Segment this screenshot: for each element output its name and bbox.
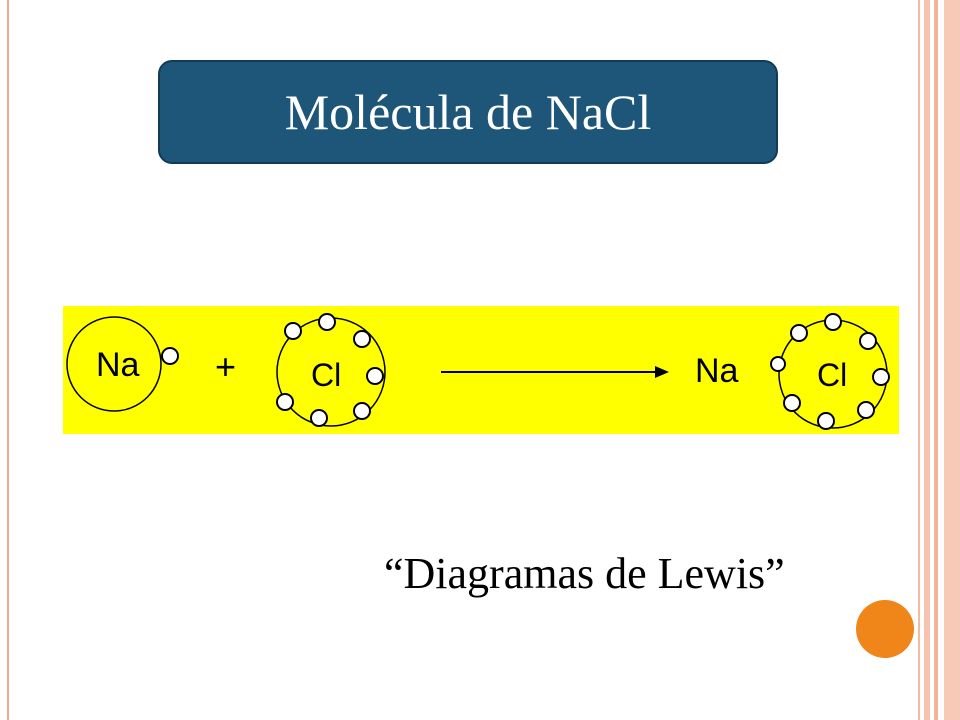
left-border-line	[7, 0, 9, 720]
slide-title: Molécula de NaCl	[284, 84, 652, 140]
lewis-diagram: Na + Cl Na Cl	[63, 306, 899, 434]
cl-electron	[284, 322, 302, 340]
cl-electron	[318, 313, 336, 331]
diagram-background	[63, 306, 899, 434]
product-electron	[790, 324, 808, 342]
right-stripe	[918, 0, 920, 720]
product-cl-label: Cl	[817, 357, 847, 393]
reaction-arrow-head	[655, 366, 669, 378]
cl-electron	[310, 409, 328, 427]
na-atom-label: Na	[96, 346, 140, 384]
cl-electron	[353, 330, 371, 348]
right-stripe	[924, 0, 930, 720]
cl-electron	[276, 393, 294, 411]
cl-electron	[353, 402, 371, 420]
right-border-decoration	[918, 0, 960, 720]
right-stripe	[934, 0, 938, 720]
product-electron	[859, 332, 877, 350]
product-electron	[817, 412, 835, 430]
product-electron	[857, 401, 875, 419]
product-electron	[783, 394, 801, 412]
na-atom-circle	[66, 316, 162, 412]
product-electron	[872, 368, 890, 386]
caption-text: “Diagramas de Lewis”	[384, 549, 785, 598]
plus-sign: +	[215, 346, 236, 387]
transferred-electron	[770, 356, 786, 372]
cl-electron	[366, 367, 384, 385]
na-valence-electron	[161, 347, 179, 365]
orange-dot-decoration	[856, 600, 914, 658]
cl-atom-label: Cl	[311, 357, 341, 393]
right-stripe	[944, 0, 960, 720]
title-box: Molécula de NaCl	[158, 60, 778, 164]
product-electron	[824, 313, 842, 331]
product-na-label: Na	[695, 352, 739, 390]
